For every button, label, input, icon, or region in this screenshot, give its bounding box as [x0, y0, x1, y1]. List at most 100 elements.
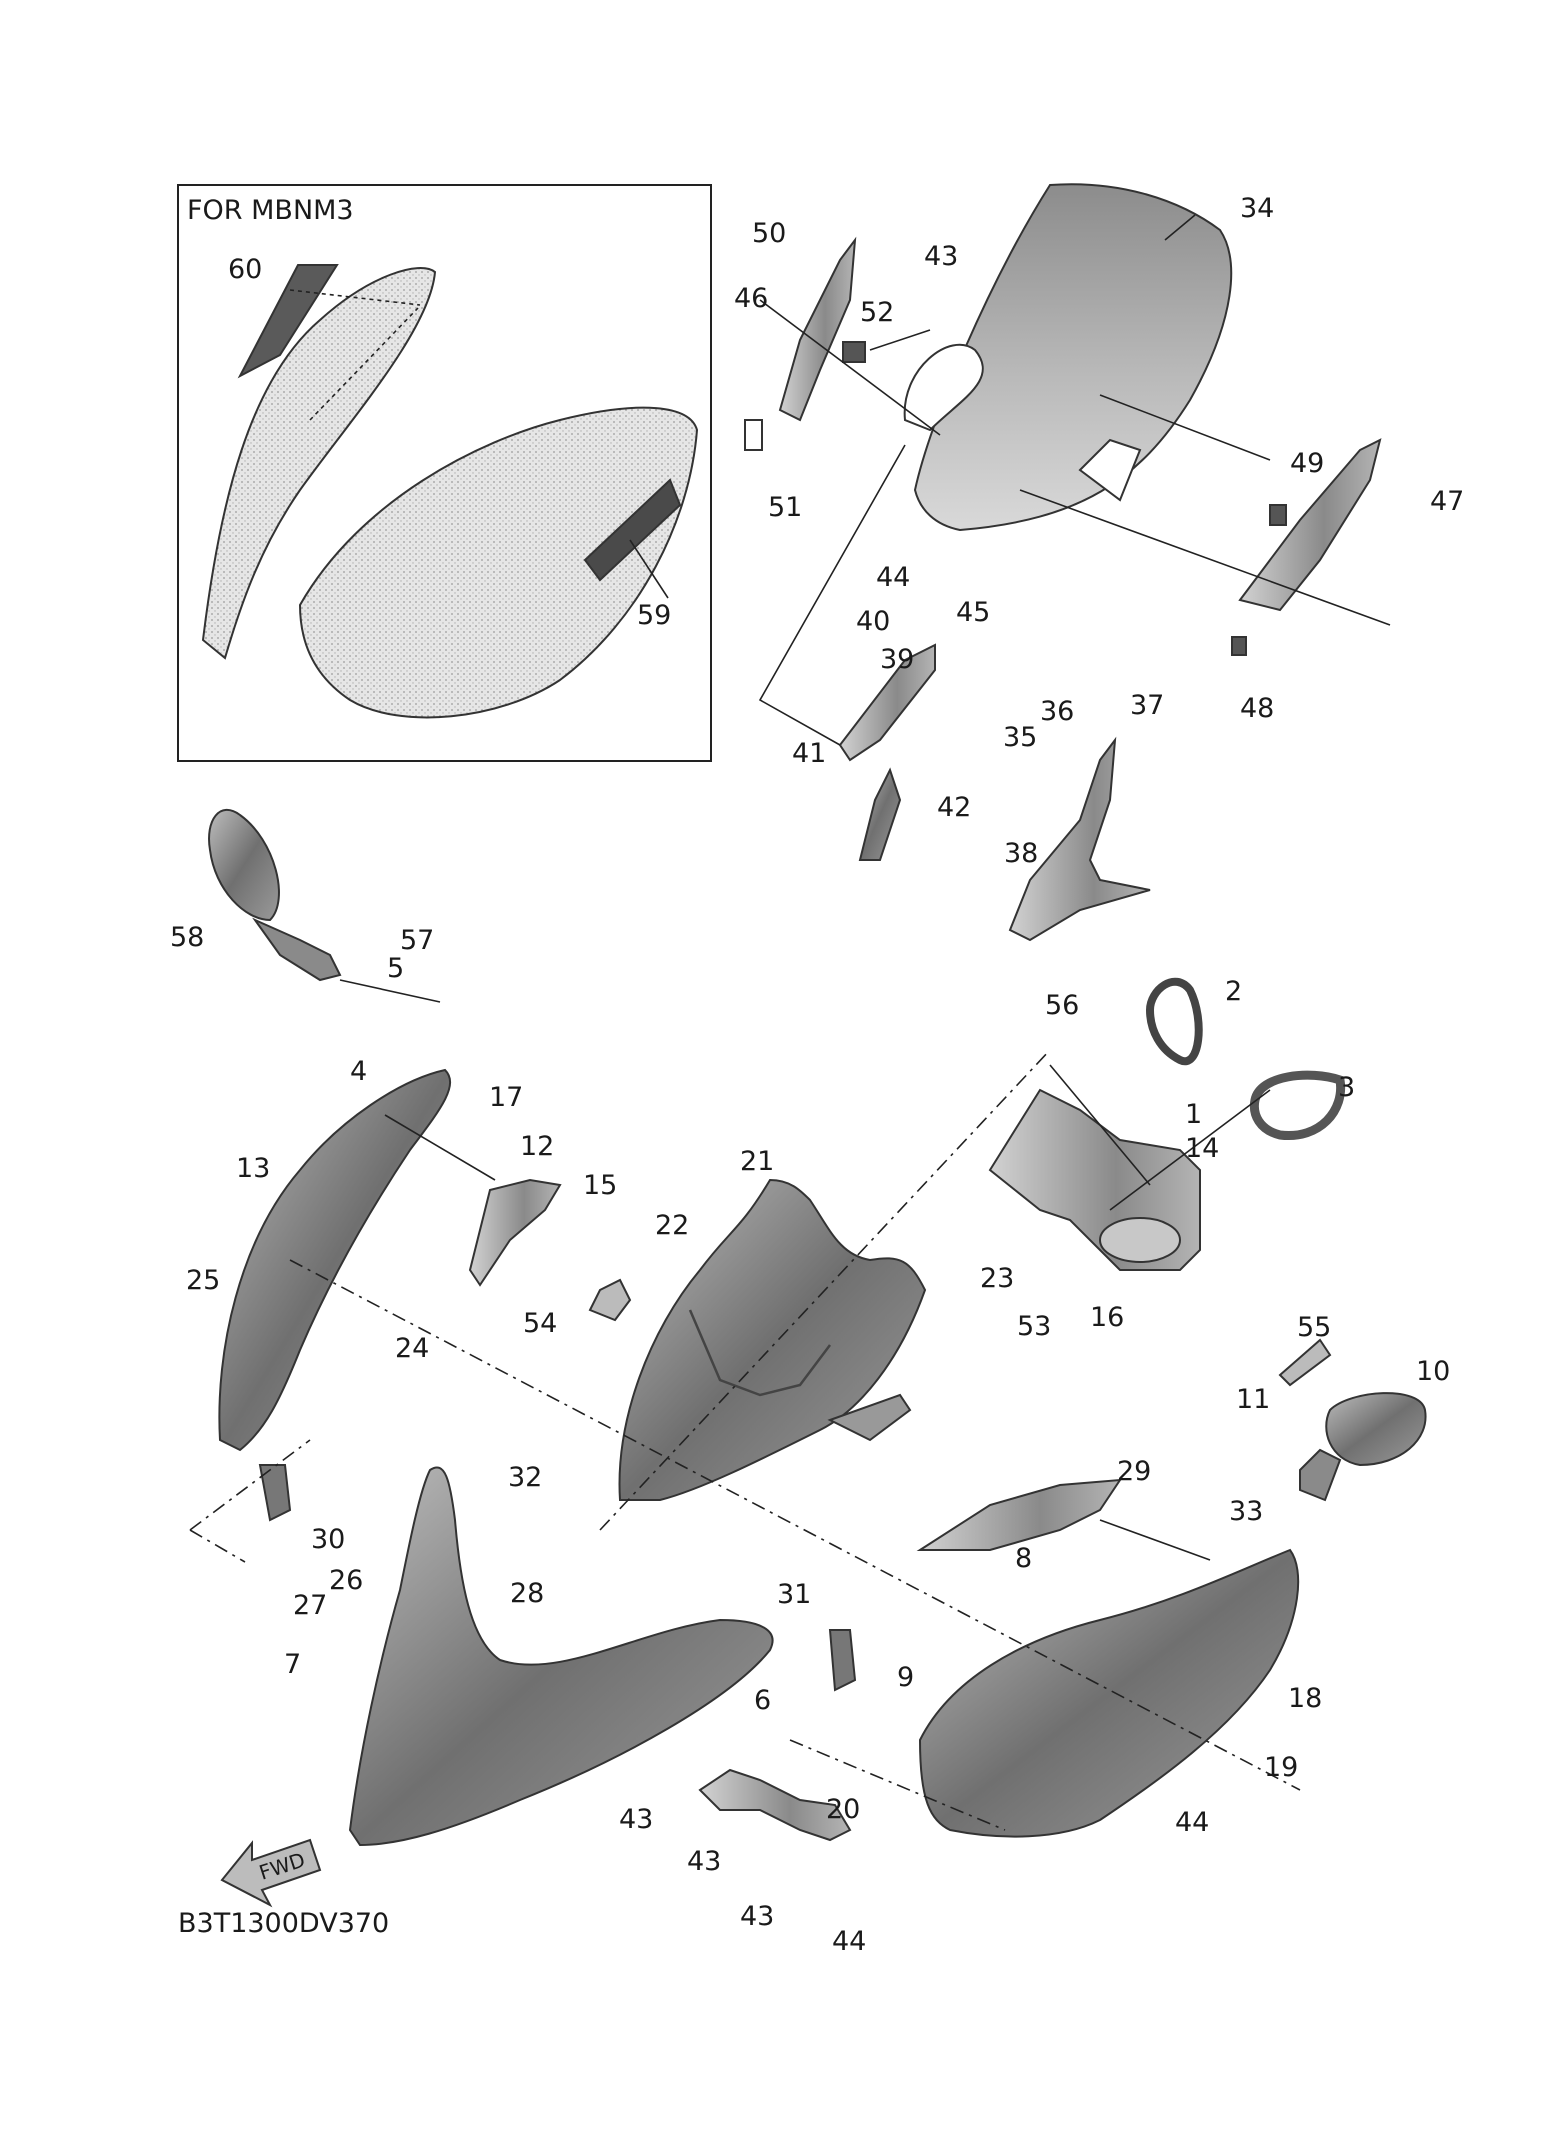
callout-48: 48	[1240, 693, 1274, 724]
bracket-22-lower-part	[827, 1393, 912, 1442]
callout-52: 52	[860, 297, 894, 328]
callout-43: 43	[740, 1901, 774, 1932]
callout-10: 10	[1416, 1356, 1450, 1387]
bracket-18-part	[698, 1768, 852, 1842]
mirror-53-base	[1299, 1448, 1342, 1502]
inset-mbnm3: FOR MBNM3	[177, 184, 712, 762]
decal-59-shape	[583, 478, 682, 582]
callout-7: 7	[284, 1649, 301, 1680]
plate-54-part	[1278, 1338, 1332, 1387]
callout-28: 28	[510, 1578, 544, 1609]
clip-48-part	[1231, 636, 1247, 656]
callout-22: 22	[655, 1210, 689, 1241]
callout-44: 44	[832, 1926, 866, 1957]
callout-39: 39	[880, 644, 914, 675]
callout-44: 44	[876, 562, 910, 593]
front-cowl-21-part	[618, 1178, 927, 1501]
callout-60: 60	[228, 254, 262, 285]
callout-13: 13	[236, 1153, 270, 1184]
callout-27: 27	[293, 1590, 327, 1621]
side-panel-12-part	[218, 1068, 451, 1452]
callout-32: 32	[508, 1462, 542, 1493]
callout-21: 21	[740, 1146, 774, 1177]
clip-49-part	[1269, 504, 1287, 526]
callout-1: 1	[1185, 1099, 1202, 1130]
clip-52-part	[842, 341, 866, 363]
windshield-cutout-2	[1078, 438, 1142, 502]
callout-8: 8	[1015, 1543, 1032, 1574]
inner-panel-1-hole	[1099, 1217, 1181, 1263]
callout-41: 41	[792, 738, 826, 769]
callout-14: 14	[1185, 1133, 1219, 1164]
callout-30: 30	[311, 1524, 345, 1555]
callout-36: 36	[1040, 696, 1074, 727]
callout-16: 16	[1090, 1302, 1124, 1333]
stay-41-part	[858, 767, 902, 861]
callout-59: 59	[637, 600, 671, 631]
callout-53: 53	[1017, 1311, 1051, 1342]
callout-17: 17	[489, 1082, 523, 1113]
mirror-56-stem	[252, 917, 342, 982]
callout-4: 4	[350, 1056, 367, 1087]
callout-24: 24	[395, 1333, 429, 1364]
callout-57: 57	[400, 925, 434, 956]
callout-29: 29	[1117, 1456, 1151, 1487]
bracket-47-part	[1238, 438, 1382, 612]
inset-title: FOR MBNM3	[187, 195, 354, 226]
callout-3: 3	[1338, 1072, 1355, 1103]
callout-6: 6	[754, 1685, 771, 1716]
stay-39-part	[838, 643, 936, 762]
mirror-53-part	[1325, 1392, 1427, 1467]
under-cowl-28-part	[348, 1466, 774, 1847]
callout-42: 42	[937, 792, 971, 823]
clip-51-part	[744, 419, 763, 451]
callout-43: 43	[619, 1804, 653, 1835]
callout-56: 56	[1045, 990, 1079, 1021]
callout-2: 2	[1225, 976, 1242, 1007]
callout-44: 44	[1175, 1807, 1209, 1838]
callout-35: 35	[1003, 722, 1037, 753]
callout-58: 58	[170, 922, 204, 953]
callout-23: 23	[980, 1263, 1014, 1294]
callout-55: 55	[1297, 1312, 1331, 1343]
callout-45: 45	[956, 597, 990, 628]
callout-25: 25	[186, 1265, 220, 1296]
callout-51: 51	[768, 492, 802, 523]
callout-19: 19	[1264, 1752, 1298, 1783]
callout-11: 11	[1236, 1384, 1270, 1415]
diagram-code: B3T1300DV370	[178, 1908, 389, 1939]
fwd-arrow: FWD	[220, 1838, 322, 1908]
callout-20: 20	[826, 1794, 860, 1825]
callout-33: 33	[1229, 1496, 1263, 1527]
windshield-cutout	[903, 343, 984, 432]
bracket-50-part	[778, 236, 857, 422]
windshield-part	[913, 183, 1233, 532]
callout-43: 43	[924, 241, 958, 272]
bracket-22-upper-part	[588, 1278, 632, 1322]
callout-34: 34	[1240, 193, 1274, 224]
callout-18: 18	[1288, 1683, 1322, 1714]
bracket-31-part	[828, 1629, 857, 1692]
callout-26: 26	[329, 1565, 363, 1596]
stay-37-part	[1008, 736, 1151, 942]
callout-47: 47	[1430, 486, 1464, 517]
callout-5: 5	[387, 953, 404, 984]
callout-9: 9	[897, 1662, 914, 1693]
bracket-16-part	[468, 1178, 562, 1287]
callout-54: 54	[523, 1308, 557, 1339]
callout-12: 12	[520, 1131, 554, 1162]
callout-38: 38	[1004, 838, 1038, 869]
inset-cowl-part	[298, 406, 699, 719]
ring-5-part	[1145, 977, 1203, 1066]
inset-windshield-part	[201, 267, 437, 660]
callout-50: 50	[752, 218, 786, 249]
side-cowl-6-part	[918, 1548, 1300, 1838]
callout-46: 46	[734, 283, 768, 314]
callout-31: 31	[777, 1579, 811, 1610]
mirror-56-part	[208, 808, 280, 922]
ring-4-part	[1249, 1070, 1346, 1141]
decal-60-shape	[237, 264, 339, 379]
